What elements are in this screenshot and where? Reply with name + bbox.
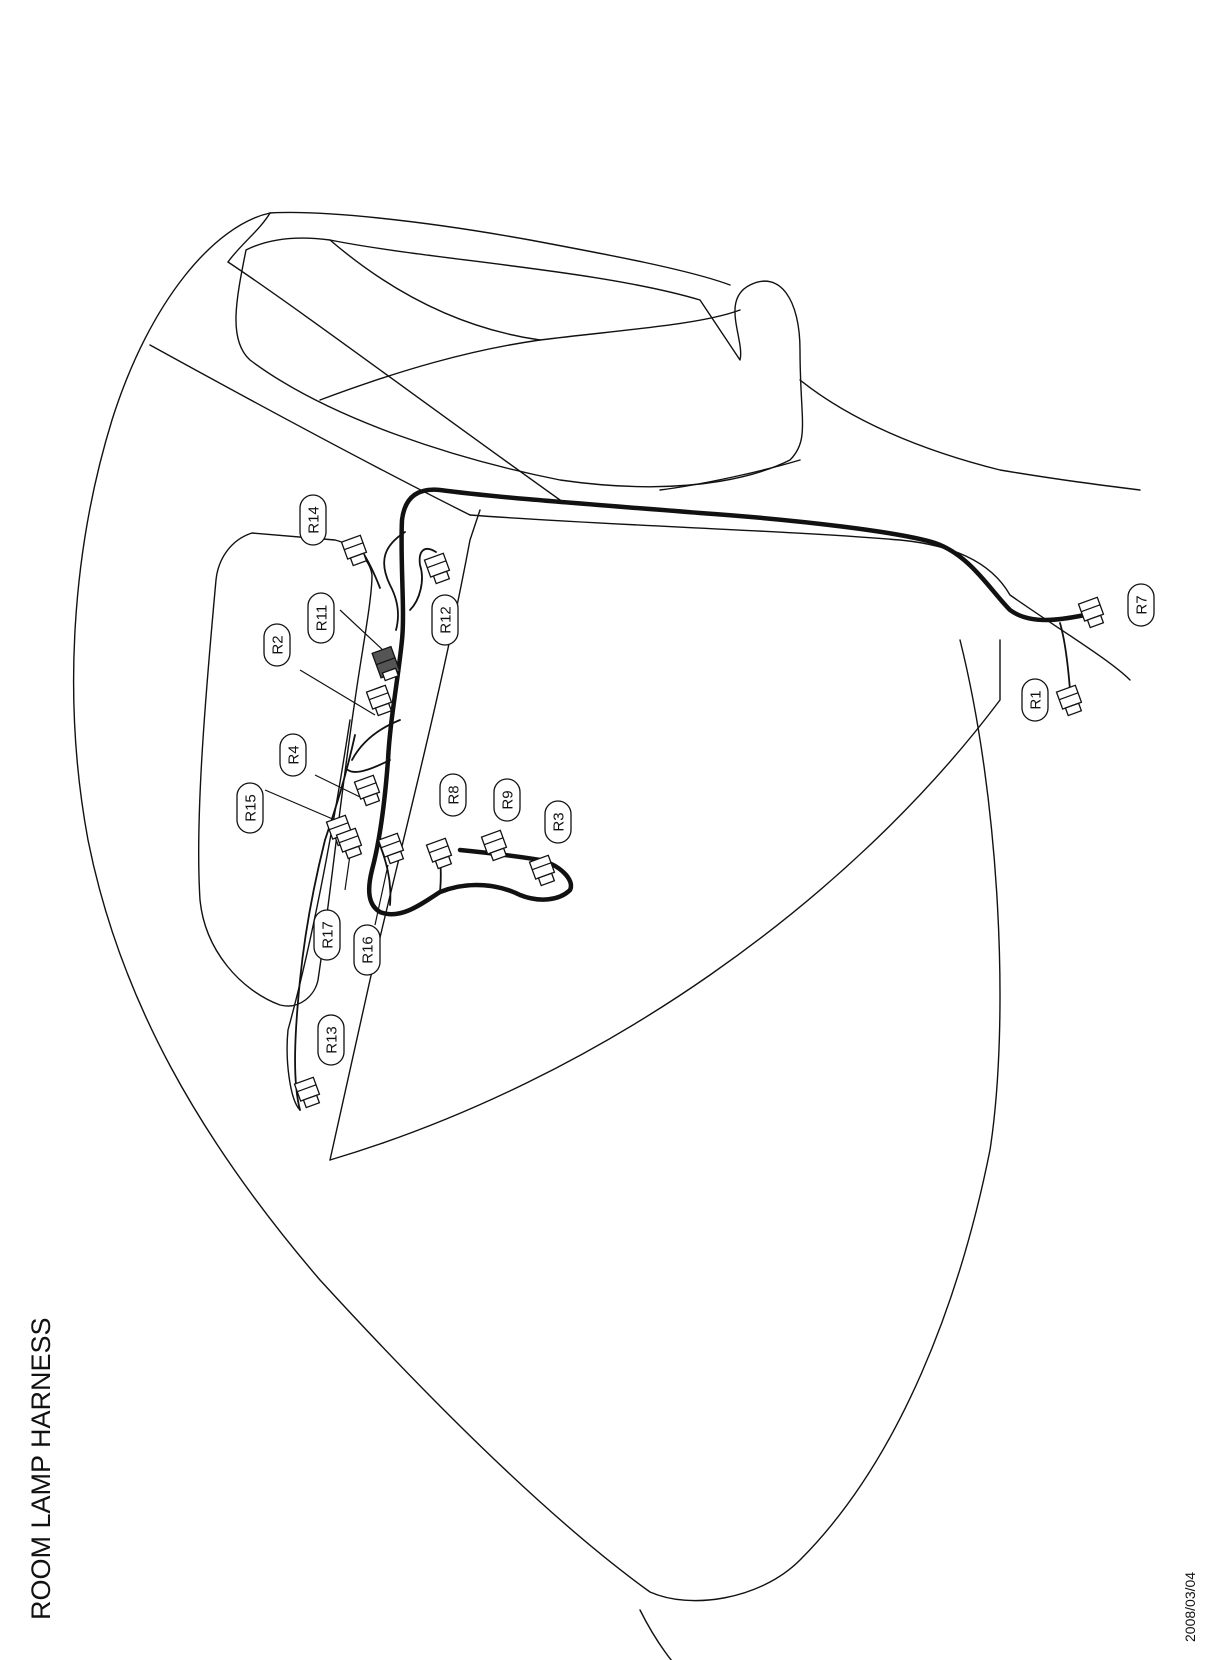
connector-r16	[377, 832, 405, 865]
label-r11: R11	[307, 592, 335, 644]
connector-r8	[425, 837, 453, 870]
label-pill	[353, 924, 381, 976]
label-pill	[236, 782, 264, 834]
connector-label-text: R1	[1028, 690, 1045, 709]
label-r13: R13	[317, 1014, 345, 1066]
connector-label-text: R12	[438, 606, 455, 634]
label-pill	[439, 773, 467, 817]
label-r2: R2	[263, 623, 291, 667]
label-pill	[544, 800, 572, 844]
connector-label-text: R4	[286, 745, 303, 764]
connector-label-text: R8	[446, 785, 463, 804]
label-r8: R8	[439, 773, 467, 817]
connector-r11	[371, 645, 401, 682]
label-r15: R15	[236, 782, 264, 834]
connector-label-text: R17	[320, 921, 337, 949]
label-r4: R4	[279, 733, 307, 777]
label-r9: R9	[493, 778, 521, 822]
connector-label-text: R7	[1134, 595, 1151, 614]
connector-r2	[365, 684, 393, 717]
connector-label-text: R15	[243, 794, 260, 822]
main-harness	[366, 487, 1088, 917]
label-pill	[1021, 678, 1049, 722]
label-r16: R16	[353, 924, 381, 976]
label-pill	[317, 1014, 345, 1066]
connector-r1	[1055, 684, 1083, 717]
label-r12: R12	[431, 594, 459, 646]
page-title: ROOM LAMP HARNESS	[26, 1317, 56, 1620]
date-stamp: 2008/03/04	[1182, 1572, 1198, 1642]
label-r7: R7	[1127, 583, 1155, 627]
connector-label-text: R16	[360, 936, 377, 964]
label-r1: R1	[1021, 678, 1049, 722]
connector-r7	[1077, 596, 1105, 629]
connector-r14	[340, 534, 368, 567]
label-pill	[279, 733, 307, 777]
connector-r4	[353, 774, 381, 807]
connector-label-text: R2	[270, 635, 287, 654]
label-r14: R14	[299, 494, 327, 546]
label-r3: R3	[544, 800, 572, 844]
label-pill	[313, 909, 341, 961]
label-pill	[299, 494, 327, 546]
label-pill	[431, 594, 459, 646]
vehicle-body-outline	[72, 211, 1141, 1660]
label-pill	[307, 592, 335, 644]
connector-r3	[528, 854, 556, 887]
branch-wires	[294, 531, 1071, 1111]
connector-label-text: R11	[314, 605, 331, 631]
connector-label-text: R9	[500, 790, 517, 809]
connector-label-text: R13	[324, 1026, 341, 1054]
connector-r12	[423, 552, 451, 585]
label-pill	[493, 778, 521, 822]
leader-lines	[264, 609, 389, 926]
connector-label-text: R14	[306, 506, 323, 534]
connector-r17	[335, 827, 363, 860]
connector-r13	[293, 1076, 321, 1109]
label-pill	[1127, 583, 1155, 627]
connector-label-text: R3	[551, 812, 568, 831]
connector-r9	[480, 829, 508, 862]
label-r17: R17	[313, 909, 341, 961]
label-pill	[263, 623, 291, 667]
connectors	[293, 534, 1105, 1109]
